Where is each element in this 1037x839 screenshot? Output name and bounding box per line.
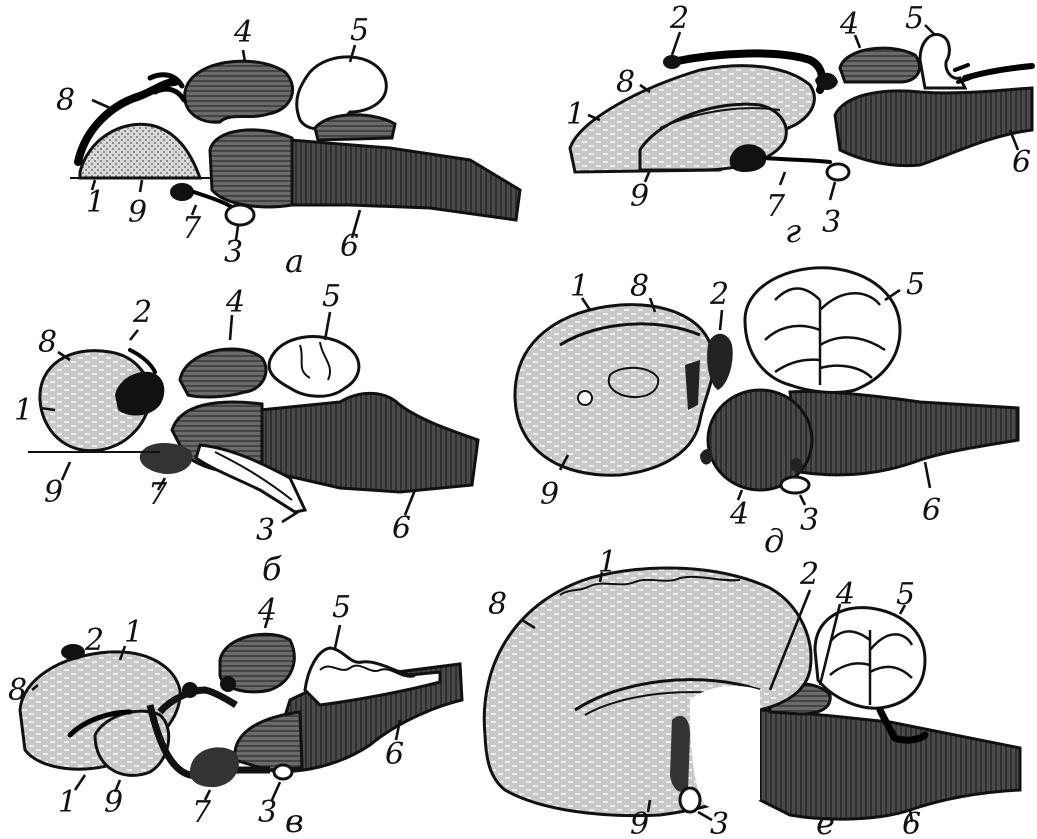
- panel-d: 1 8 2 5 9 4 3 6 д: [515, 267, 1018, 560]
- label-b-9: 9: [44, 475, 63, 510]
- panel-e: 1 2 4 5 8 9 3 6 е: [484, 545, 1020, 839]
- label-b-4: 4: [225, 285, 245, 320]
- region-3-hypophysis: [680, 788, 700, 812]
- label-a-3: 3: [224, 235, 243, 270]
- label-a-9: 9: [128, 195, 147, 230]
- label-e-9: 9: [630, 807, 649, 839]
- region-hindbrain-roof: [315, 115, 395, 140]
- label-d-5: 5: [906, 267, 925, 302]
- label-v-2: 2: [84, 623, 104, 658]
- panel-letter-a: а: [285, 242, 304, 280]
- label-b-7: 7: [148, 477, 168, 512]
- region-4-tectum: [840, 48, 920, 82]
- region-ventricle: [690, 686, 760, 809]
- region-3-hypophysis: [827, 164, 849, 180]
- region-6-medulla: [790, 392, 1018, 475]
- label-g-8: 8: [616, 65, 635, 100]
- panel-a: 8 4 5 1 9 7 3 6 а: [56, 13, 520, 280]
- label-d-4: 4: [729, 497, 749, 532]
- label-d-3: 3: [800, 503, 819, 538]
- label-b-3: 3: [256, 513, 275, 548]
- label-d-6: 6: [922, 493, 941, 528]
- region-7-pituitary: [190, 747, 239, 787]
- label-b-8: 8: [38, 325, 57, 360]
- label-g-1: 1: [566, 97, 585, 132]
- region-5-cerebellum: [745, 268, 900, 393]
- label-d-8: 8: [630, 269, 649, 304]
- label-e-5: 5: [896, 577, 915, 612]
- label-g-6: 6: [1012, 145, 1031, 180]
- label-e-8: 8: [488, 587, 507, 622]
- panel-b: 2 4 5 8 1 9 7 3 6 б: [14, 279, 478, 588]
- region-9-hypothalamus: [670, 716, 690, 792]
- region-9-striatum: [95, 711, 169, 775]
- label-e-1: 1: [598, 545, 617, 580]
- label-b-6: 6: [392, 511, 411, 546]
- label-v-6: 6: [385, 737, 404, 772]
- label-a-7: 7: [182, 211, 202, 246]
- region-7-pituitary: [140, 443, 193, 474]
- region-4-tectum: [180, 349, 266, 397]
- label-b-2: 2: [132, 295, 152, 330]
- panel-letter-g: г: [785, 212, 801, 250]
- panel-g: 2 4 5 8 1 9 7 3 6 г: [566, 1, 1032, 250]
- label-g-7: 7: [766, 189, 786, 224]
- region-4-tectum: [185, 61, 293, 122]
- region-7-pituitary: [170, 183, 194, 201]
- label-v-8: 8: [8, 673, 27, 708]
- label-b-5: 5: [322, 279, 341, 314]
- panel-letter-d: д: [764, 522, 784, 560]
- region-4-midbrain: [708, 390, 812, 490]
- label-g-5: 5: [905, 1, 924, 36]
- panel-letter-e: е: [816, 804, 835, 839]
- label-g-2: 2: [669, 1, 689, 36]
- label-a-1: 1: [86, 185, 105, 220]
- region-2-epiphysis: [61, 644, 85, 660]
- label-d-1: 1: [570, 269, 589, 304]
- panel-letter-b: б: [262, 550, 282, 588]
- label-b-1: 1: [14, 393, 33, 428]
- panel-v: 2 1 4 5 8 1 9 7 3 6 в: [8, 590, 462, 839]
- region-3-hypophysis: [781, 477, 809, 493]
- region-6-medulla: [260, 393, 478, 492]
- region-3-hypophysis: [274, 765, 292, 779]
- label-e-6: 6: [902, 807, 921, 839]
- label-a-8: 8: [56, 83, 75, 118]
- panel-letter-v: в: [285, 802, 304, 839]
- region-6-medulla: [290, 140, 520, 220]
- label-v-1-bottom: 1: [58, 785, 77, 820]
- label-e-3: 3: [710, 807, 729, 839]
- label-d-9: 9: [540, 477, 559, 512]
- label-d-2: 2: [709, 277, 729, 312]
- label-a-5: 5: [350, 13, 369, 48]
- label-v-9: 9: [104, 785, 123, 820]
- label-g-4: 4: [839, 7, 859, 42]
- label-e-4: 4: [835, 577, 855, 612]
- region-5-cerebellum: [269, 337, 359, 397]
- label-v-1-top: 1: [124, 615, 143, 650]
- region-9-forebrain: [80, 124, 200, 178]
- label-v-4: 4: [257, 593, 277, 628]
- label-v-7: 7: [192, 795, 212, 830]
- label-v-5: 5: [332, 590, 351, 625]
- label-a-6: 6: [340, 229, 359, 264]
- region-diencephalon: [210, 130, 292, 207]
- label-a-4: 4: [233, 15, 253, 50]
- label-g-3: 3: [822, 205, 841, 240]
- region-6-medulla: [835, 88, 1032, 166]
- label-g-9: 9: [630, 179, 649, 214]
- region-midbrain: [235, 712, 302, 770]
- label-e-2: 2: [799, 557, 819, 592]
- region-3-hypophysis: [226, 205, 254, 225]
- label-v-3: 3: [258, 795, 277, 830]
